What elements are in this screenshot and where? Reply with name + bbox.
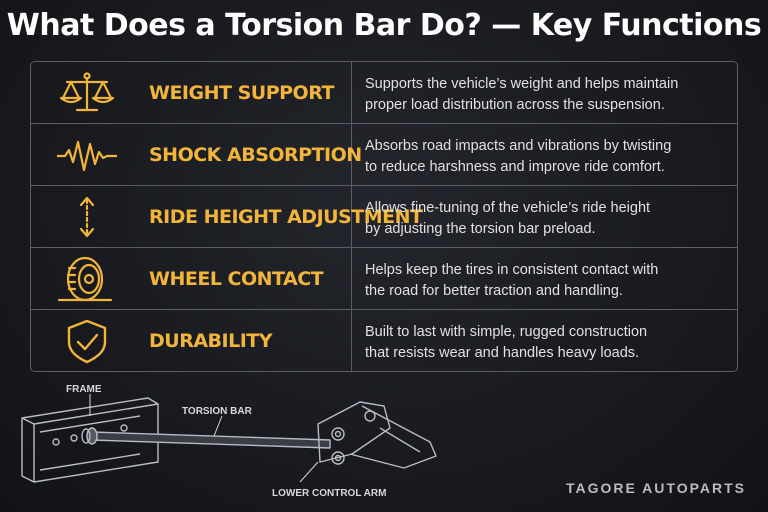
up-down-arrow-icon bbox=[79, 196, 95, 238]
column-divider bbox=[351, 62, 352, 371]
function-description: Absorbs road impacts and vibrations by t… bbox=[365, 138, 672, 175]
scale-icon bbox=[59, 72, 115, 112]
functions-table: WEIGHT SUPPORT Supports the vehicle’s we… bbox=[30, 61, 738, 372]
torsion-bar-diagram: FRAME TORSION BAR LOWER CONTROL ARM bbox=[21, 384, 437, 499]
torsion-bar-label: TORSION BAR bbox=[182, 406, 253, 417]
table-row: DURABILITY Built to last with simple, ru… bbox=[31, 310, 737, 372]
function-description: Built to last with simple, rugged constr… bbox=[365, 324, 648, 361]
frame-rail bbox=[21, 397, 159, 483]
torsion-bar bbox=[81, 427, 331, 449]
wave-icon bbox=[57, 140, 117, 172]
table-row: WHEEL CONTACT Helps keep the tires in co… bbox=[31, 248, 737, 310]
function-description: Allows fine-tuning of the vehicle’s ride… bbox=[365, 200, 651, 237]
brand-logo-text: TAGORE AUTOPARTS bbox=[565, 480, 746, 496]
function-name: DURABILITY bbox=[149, 330, 272, 352]
frame-label: FRAME bbox=[66, 384, 102, 395]
table-row: SHOCK ABSORPTION Absorbs road impacts an… bbox=[31, 124, 737, 186]
table-row: RIDE HEIGHT ADJUSTMENT Allows fine-tunin… bbox=[31, 186, 737, 248]
function-description: Helps keep the tires in consistent conta… bbox=[365, 262, 659, 299]
function-description: Supports the vehicle’s weight and helps … bbox=[365, 76, 679, 113]
function-name: WEIGHT SUPPORT bbox=[149, 82, 334, 104]
page-title: What Does a Torsion Bar Do? — Key Functi… bbox=[6, 8, 762, 43]
tire-icon bbox=[57, 256, 113, 302]
control-arm-label: LOWER CONTROL ARM bbox=[272, 488, 386, 499]
function-name: RIDE HEIGHT ADJUSTMENT bbox=[149, 206, 423, 228]
table-row: WEIGHT SUPPORT Supports the vehicle’s we… bbox=[31, 62, 737, 124]
shield-check-icon bbox=[67, 319, 107, 364]
function-name: WHEEL CONTACT bbox=[149, 268, 324, 290]
function-name: SHOCK ABSORPTION bbox=[149, 144, 362, 166]
lower-control-arm bbox=[317, 401, 437, 469]
